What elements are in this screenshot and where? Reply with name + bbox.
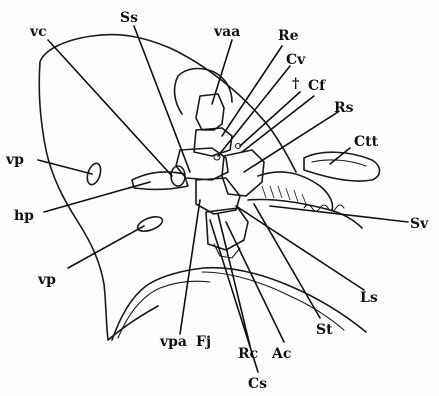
label-Cv: Cv xyxy=(286,52,306,68)
lower-ridge-inner xyxy=(118,281,210,338)
label-dagger: † xyxy=(292,76,299,92)
right-process-upper xyxy=(258,172,333,210)
label-vp-upper: vp xyxy=(5,152,24,168)
central-block-3 xyxy=(222,150,264,196)
foramen-vp-lower xyxy=(136,214,165,234)
label-Cf: Cf xyxy=(308,78,326,94)
label-hp: hp xyxy=(14,208,34,224)
foramen-vp-upper xyxy=(85,162,103,187)
label-vc: vc xyxy=(29,24,47,40)
label-vp-lower: vp xyxy=(37,272,56,288)
hatch-1 xyxy=(262,186,266,198)
outer-plate-outline xyxy=(39,35,296,341)
ctt-bone xyxy=(304,152,380,181)
central-block-1 xyxy=(194,128,232,156)
label-Sv: Sv xyxy=(410,216,429,232)
label-St: St xyxy=(316,322,333,338)
hatch-4 xyxy=(286,188,290,200)
leader-Ctt xyxy=(330,148,350,164)
hatch-5 xyxy=(294,190,298,202)
leader-Ss xyxy=(134,26,190,172)
horizontal-process xyxy=(132,172,188,189)
label-vpa: vpa xyxy=(159,334,187,350)
label-Ac: Ac xyxy=(271,346,291,362)
label-Rc: Rc xyxy=(238,346,258,362)
leader-Sv xyxy=(270,206,408,222)
label-Ls: Ls xyxy=(360,290,378,306)
label-Re: Re xyxy=(278,28,299,44)
label-Ss: Ss xyxy=(120,10,138,26)
leader-dagger xyxy=(240,92,300,146)
central-column xyxy=(196,94,224,130)
leader-vpa xyxy=(180,200,200,334)
label-Ctt: Ctt xyxy=(354,134,379,150)
leader-Ls xyxy=(236,206,364,290)
ctt-inner xyxy=(312,160,366,166)
leader-hp xyxy=(44,182,150,212)
label-vaa: vaa xyxy=(213,24,240,40)
label-Fj: Fj xyxy=(196,334,211,350)
label-Rs: Rs xyxy=(334,100,354,116)
leader-vp-lower xyxy=(68,226,144,268)
leader-vp-upper xyxy=(38,160,92,174)
leader-vc xyxy=(48,40,172,176)
hatch-2 xyxy=(270,186,274,198)
label-Cs: Cs xyxy=(248,376,267,392)
hatch-3 xyxy=(278,186,282,198)
leader-Cf xyxy=(242,96,314,152)
hatch-6 xyxy=(302,194,306,204)
